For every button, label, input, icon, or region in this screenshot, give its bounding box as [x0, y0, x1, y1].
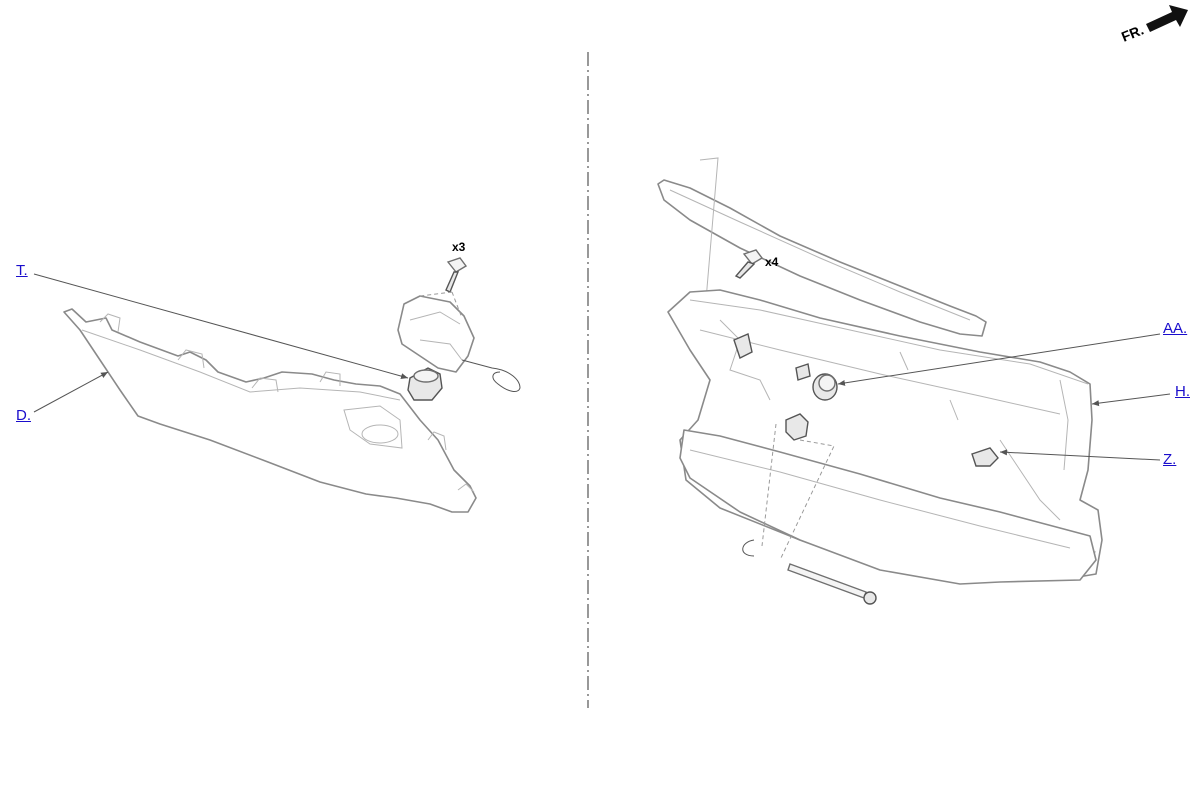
leader-z — [999, 449, 1161, 461]
callout-z-link[interactable]: Z. — [1163, 451, 1177, 468]
leader-d — [33, 371, 109, 413]
leader-t — [33, 273, 409, 380]
quantity-x3-label: x3 — [452, 240, 466, 254]
stopper-part — [785, 413, 809, 441]
glove-box-damper — [397, 295, 475, 373]
front-direction-arrow-icon — [1146, 5, 1188, 32]
callout-aa-link[interactable]: AA. — [1163, 320, 1188, 337]
leader-aa — [837, 333, 1161, 386]
retaining-clip-icon — [742, 539, 755, 557]
glove-box-lower-panel — [63, 308, 477, 513]
glove-box-lid — [679, 429, 1097, 585]
screw-x4-icon — [734, 249, 764, 279]
screw-x3-icon — [445, 257, 468, 293]
damper-cylinder-part — [407, 367, 443, 401]
small-clip-part — [733, 333, 811, 381]
clip-part-aa — [812, 373, 838, 401]
damper-wire-spring — [461, 359, 521, 392]
quantity-x4-label: x4 — [765, 255, 779, 269]
clip-part-z — [971, 447, 999, 467]
pivot-pin — [787, 563, 877, 605]
callout-t-link[interactable]: T. — [16, 262, 28, 279]
callout-h-link[interactable]: H. — [1175, 383, 1190, 400]
leader-h — [1091, 393, 1171, 407]
glove-box-upper-trim — [657, 157, 987, 337]
callout-d-link[interactable]: D. — [16, 407, 31, 424]
